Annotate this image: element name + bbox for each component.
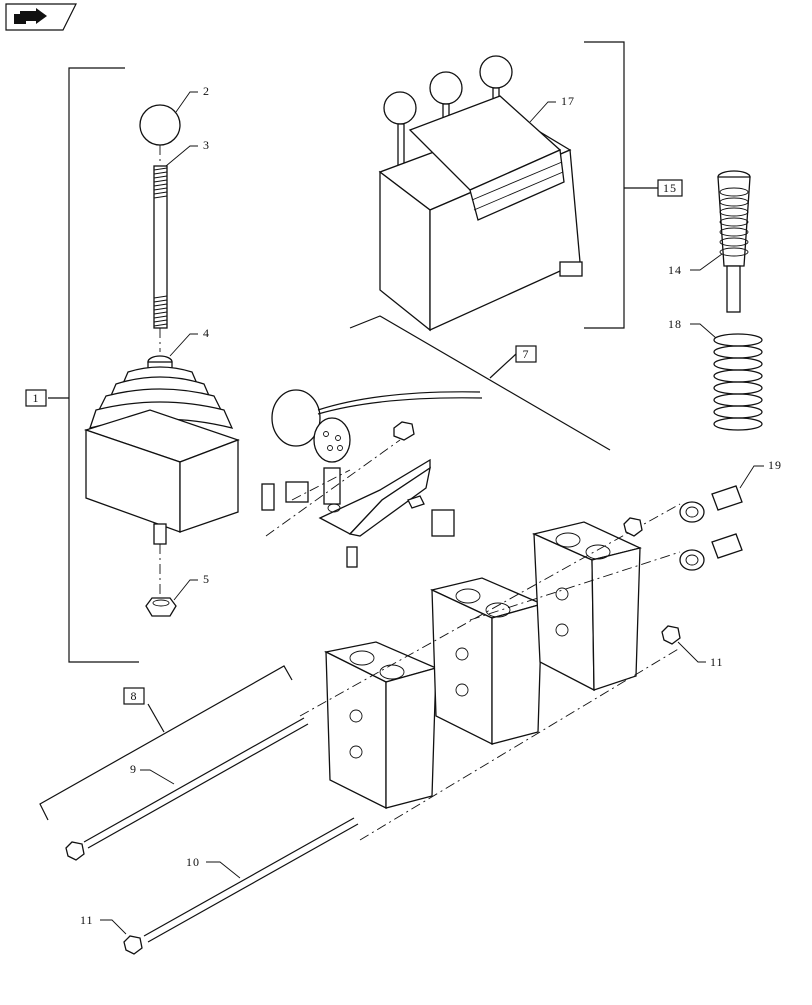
callout-18[interactable]: 18 (668, 317, 717, 339)
switch-assembly-part-7 (261, 315, 611, 568)
bracket-group-1 (48, 67, 139, 663)
valve-section-middle (430, 577, 544, 746)
callout-label-5: 5 (203, 572, 210, 586)
spring-part-18 (713, 333, 763, 431)
callout-label-10: 10 (186, 855, 200, 869)
callout-label-8: 8 (131, 689, 138, 703)
callout-box-15[interactable]: 15 (657, 179, 683, 197)
threaded-rod-part-3 (153, 165, 168, 352)
callout-11-upper[interactable]: 11 (677, 641, 724, 669)
callout-box-7[interactable]: 7 (489, 345, 537, 379)
callout-17[interactable]: 17 (529, 94, 575, 123)
callout-label-2: 2 (203, 84, 210, 98)
callout-label-11-lower: 11 (80, 913, 94, 927)
plunger-part-14 (717, 170, 751, 313)
valve-section-front (324, 641, 438, 810)
book-arrow-icon[interactable] (5, 3, 77, 31)
seal-part-19 (679, 485, 743, 571)
callout-10[interactable]: 10 (186, 855, 241, 879)
callout-label-14: 14 (668, 263, 682, 277)
callout-11-lower[interactable]: 11 (80, 913, 127, 935)
nut-small-upper (623, 517, 643, 537)
callout-label-1: 1 (33, 391, 40, 405)
callout-label-9: 9 (130, 762, 137, 776)
callout-5[interactable]: 5 (173, 572, 210, 601)
callout-9[interactable]: 9 (130, 762, 175, 785)
callout-3[interactable]: 3 (165, 138, 210, 167)
valve-section-rear (531, 521, 642, 692)
tie-rod-part-9 (65, 717, 309, 861)
knob-part-2 (139, 104, 181, 165)
callout-box-1[interactable]: 1 (25, 389, 47, 407)
dash-centerlines (299, 503, 681, 841)
callout-label-3: 3 (203, 138, 210, 152)
callout-19[interactable]: 19 (739, 458, 782, 489)
callout-label-18: 18 (668, 317, 682, 331)
callout-label-19: 19 (768, 458, 782, 472)
callout-4[interactable]: 4 (169, 326, 210, 357)
callout-box-8[interactable]: 8 (123, 687, 145, 705)
callout-label-4: 4 (203, 326, 210, 340)
callout-14[interactable]: 14 (668, 253, 723, 277)
callout-label-11-upper: 11 (710, 655, 724, 669)
bracket-group-8 (39, 665, 293, 821)
joystick-housing-part-4 (83, 355, 240, 596)
tie-rod-part-10 (123, 817, 359, 955)
callout-label-7: 7 (523, 347, 530, 361)
nut-part-5 (145, 597, 177, 617)
nut-part-11-upper (661, 625, 681, 645)
callout-label-15: 15 (663, 181, 677, 195)
callout-label-17: 17 (561, 94, 575, 108)
lever-housing-part-15 (378, 41, 658, 332)
callout-2[interactable]: 2 (175, 84, 210, 113)
